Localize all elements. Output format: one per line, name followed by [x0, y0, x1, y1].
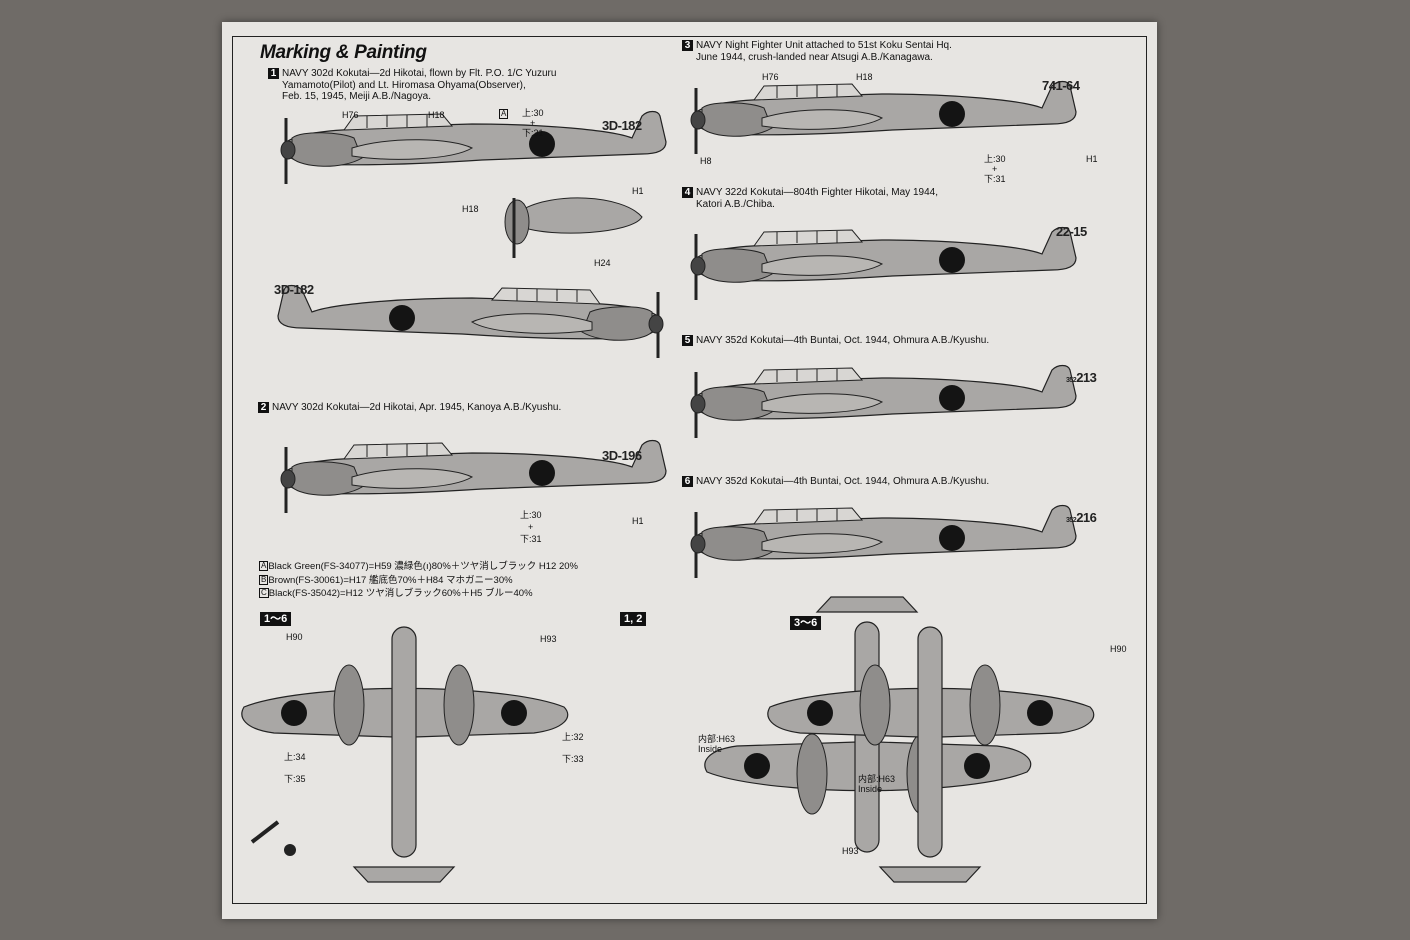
aircraft-5-side: [689, 364, 1078, 440]
callout-h90: H90: [286, 632, 303, 642]
callout-lower31-3: 下:31: [984, 174, 1006, 184]
scheme-text-3: Feb. 15, 1945, Meiji A.B./Nagoya.: [282, 91, 431, 102]
callout-upper30: 上:30: [522, 108, 544, 118]
registration-prefix: 352: [1066, 377, 1077, 384]
scheme-number: 1: [268, 68, 279, 79]
registration-number: 216: [1076, 510, 1097, 525]
scheme-text: NAVY 302d Kokutai—2d Hikotai, Apr. 1945,…: [272, 402, 562, 413]
scheme-number: 2: [258, 402, 269, 413]
registration-1-starboard: 3D-182: [274, 282, 314, 297]
nacelle-detail: [504, 197, 643, 258]
scheme-text: NAVY Night Fighter Unit attached to 51st…: [696, 40, 952, 51]
scheme-text-2: June 1944, crush-landed near Atsugi A.B.…: [696, 51, 933, 63]
callout-h8-3: H8: [700, 156, 712, 166]
scheme-number: 3: [682, 40, 693, 51]
part-sketch: [250, 820, 296, 856]
callout-upper30-3: 上:30: [984, 154, 1006, 164]
callout-upper34: 上:34: [284, 752, 306, 762]
callout-h24: H24: [594, 258, 611, 268]
callout-plus: +: [530, 118, 536, 128]
callout-upper30-2: 上:30: [520, 510, 542, 520]
scheme-text: NAVY 352d Kokutai—4th Buntai, Oct. 1944,…: [696, 476, 990, 487]
aircraft-4-side: [689, 226, 1078, 302]
callout-h76: H76: [342, 110, 359, 120]
view-tag-1-2: 1, 2: [620, 612, 649, 626]
aircraft-drawings: [241, 80, 1095, 883]
callout-h90-b: H90: [1110, 644, 1127, 654]
scheme-text: NAVY 322d Kokutai—804th Fighter Hikotai,…: [696, 187, 938, 198]
view-tag-1-6: 1〜6: [260, 612, 294, 626]
callout-h18: H18: [428, 110, 445, 120]
callout-a: A: [499, 108, 509, 119]
registration-3: 741-64: [1042, 78, 1080, 93]
scheme-text: NAVY 302d Kokutai—2d Hikotai, flown by F…: [282, 68, 557, 79]
scheme-text-2: Katori A.B./Chiba.: [696, 198, 775, 210]
callout-h1-2: H1: [632, 516, 644, 526]
registration-prefix: 352: [1066, 517, 1077, 524]
sheet-border: [232, 36, 1147, 904]
registration-4: 22-15: [1056, 224, 1087, 239]
callout-lower31: 下:31: [522, 128, 544, 138]
scheme-number: 6: [682, 476, 693, 487]
registration-1: 3D-182: [602, 118, 642, 133]
registration-number: 213: [1076, 370, 1097, 385]
aircraft-1-starboard: [276, 284, 665, 360]
callout-lower33: 下:33: [562, 754, 584, 764]
callout-h18-b: H18: [462, 204, 479, 214]
scheme-text-2: Yamamoto(Pilot) and Lt. Hiromasa Ohyama(…: [282, 79, 526, 91]
page-title: Marking & Painting: [260, 42, 427, 63]
callout-plus-3: +: [992, 164, 998, 174]
aircraft-3-side: [689, 80, 1078, 156]
registration-2: 3D-196: [602, 448, 642, 463]
callout-h93: H93: [540, 634, 557, 644]
callout-upper32: 上:32: [562, 732, 584, 742]
scheme-number: 4: [682, 187, 693, 198]
callout-h76-3: H76: [762, 72, 779, 82]
aircraft-6-side: [689, 504, 1078, 580]
registration-6: 352216: [1066, 510, 1097, 525]
scheme-text: NAVY 352d Kokutai—4th Buntai, Oct. 1944,…: [696, 335, 990, 346]
callout-h18-3: H18: [856, 72, 873, 82]
view-tag-3-6: 3〜6: [790, 616, 824, 630]
scheme-number: 5: [682, 335, 693, 346]
callout-h93-b: H93: [842, 846, 859, 856]
callout-lower31-2: 下:31: [520, 534, 542, 544]
callout-lower35: 下:35: [284, 774, 306, 784]
callout-h1-3: H1: [1086, 154, 1098, 164]
registration-5: 352213: [1066, 370, 1097, 385]
callout-plus-2: +: [528, 522, 534, 532]
callout-h1: H1: [632, 186, 644, 196]
